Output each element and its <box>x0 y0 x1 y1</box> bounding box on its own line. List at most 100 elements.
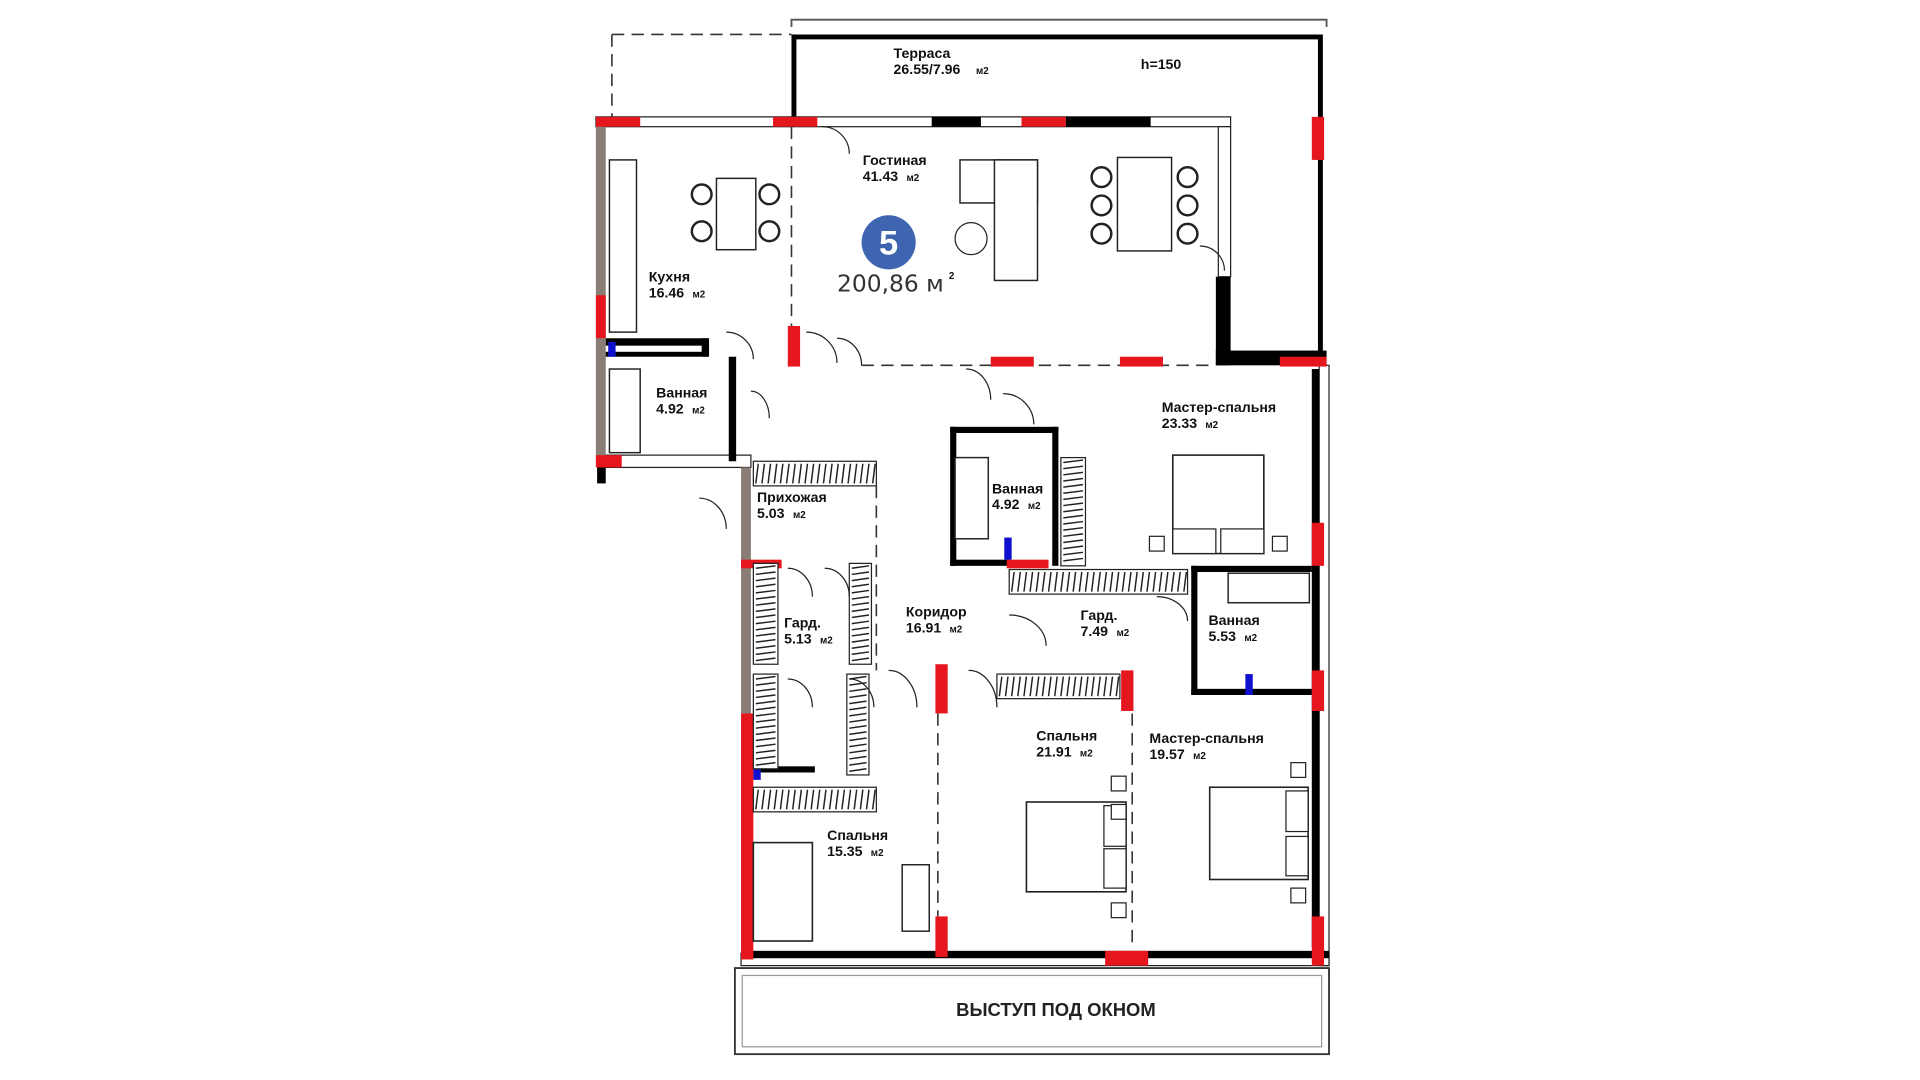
plumbing-riser <box>753 762 761 780</box>
load-bearing-wall <box>1311 116 1325 160</box>
hanger <box>849 737 867 742</box>
hanger <box>755 789 760 810</box>
hanger <box>1035 676 1040 697</box>
hanger <box>849 731 867 736</box>
door-swing <box>1009 614 1047 646</box>
furniture-item <box>608 368 641 454</box>
nightstand <box>1110 803 1127 820</box>
hanger <box>1146 571 1151 592</box>
hanger <box>849 706 867 711</box>
load-bearing-wall <box>1119 356 1163 367</box>
chair <box>1176 194 1199 217</box>
room-area-unit: м2 <box>976 66 989 77</box>
hanger <box>853 789 858 810</box>
hanger <box>755 577 776 582</box>
bed <box>752 841 814 942</box>
load-bearing-wall <box>935 664 948 714</box>
hanger <box>1127 571 1132 592</box>
door-swing <box>849 678 875 708</box>
hanger <box>1063 514 1084 519</box>
hanger <box>851 632 870 637</box>
hanger <box>755 595 776 600</box>
room-area: 21.91 <box>1036 743 1071 759</box>
room-name: Ванная <box>992 480 1043 496</box>
interior-wall <box>950 426 957 566</box>
room-area-unit: м2 <box>1205 420 1218 431</box>
hanger <box>1133 571 1138 592</box>
room-area: 41.43 <box>863 168 898 184</box>
pillow <box>1285 835 1309 877</box>
nightstand <box>1148 535 1165 552</box>
hanger <box>755 583 776 588</box>
hanger <box>1063 551 1084 556</box>
room-name: Гард. <box>1081 607 1118 623</box>
hanger <box>1078 571 1083 592</box>
hanger <box>849 755 867 760</box>
hanger <box>761 789 766 810</box>
chair <box>758 183 781 206</box>
hanger <box>871 789 876 810</box>
hanger <box>1152 571 1157 592</box>
interior-wall <box>1215 276 1231 366</box>
hanger <box>755 725 776 729</box>
chair <box>1090 194 1113 217</box>
hanger <box>791 463 796 484</box>
room-area: 26.55/7.96 <box>894 61 961 77</box>
interior-wall <box>1065 116 1151 127</box>
furniture-item <box>993 159 1039 282</box>
hanger <box>841 789 846 810</box>
wardrobe-rack <box>1060 456 1087 567</box>
hanger <box>755 565 776 570</box>
hanger <box>1063 508 1084 513</box>
total-area: 200,86 м <box>837 270 944 298</box>
hanger <box>865 789 870 810</box>
room-area: 7.49 <box>1081 623 1109 639</box>
hanger <box>849 761 867 766</box>
room-name: Прихожая <box>757 489 827 505</box>
room-area: 5.53 <box>1208 628 1236 644</box>
terrace-rail-edge <box>790 18 1328 28</box>
hanger <box>851 571 870 576</box>
hanger <box>755 712 776 717</box>
room-area: 5.13 <box>784 630 812 646</box>
hanger <box>849 712 867 717</box>
room-name: Гард. <box>784 614 821 630</box>
load-bearing-wall <box>773 116 818 127</box>
door-swing <box>966 368 992 400</box>
hanger <box>1164 571 1169 592</box>
hanger <box>851 608 870 613</box>
hanger <box>1063 526 1084 531</box>
hanger <box>822 463 827 484</box>
hanger <box>755 614 776 619</box>
room-area-unit: м2 <box>1244 633 1257 644</box>
hanger <box>755 743 776 748</box>
hanger <box>1010 676 1015 697</box>
hanger <box>1029 676 1034 697</box>
hanger <box>1097 571 1101 592</box>
hanger <box>798 463 803 484</box>
room-area-unit: м2 <box>1116 628 1129 639</box>
hanger <box>755 602 776 606</box>
hanger <box>1170 571 1175 592</box>
furniture-item <box>608 159 638 333</box>
hanger <box>851 565 870 570</box>
room-name: Ванная <box>656 384 707 400</box>
hanger <box>755 694 776 699</box>
hanger <box>851 614 870 619</box>
hanger <box>755 645 776 649</box>
hanger <box>849 743 867 748</box>
plumbing-riser <box>1245 674 1253 695</box>
hanger <box>1063 545 1084 550</box>
hanger <box>1063 533 1084 538</box>
hanger <box>1158 571 1163 592</box>
hanger <box>755 463 760 484</box>
hanger <box>755 638 776 643</box>
wardrobe-rack <box>752 460 877 487</box>
hanger <box>755 571 776 576</box>
hanger <box>822 789 827 810</box>
hanger <box>1063 520 1084 525</box>
hanger <box>1072 676 1077 697</box>
